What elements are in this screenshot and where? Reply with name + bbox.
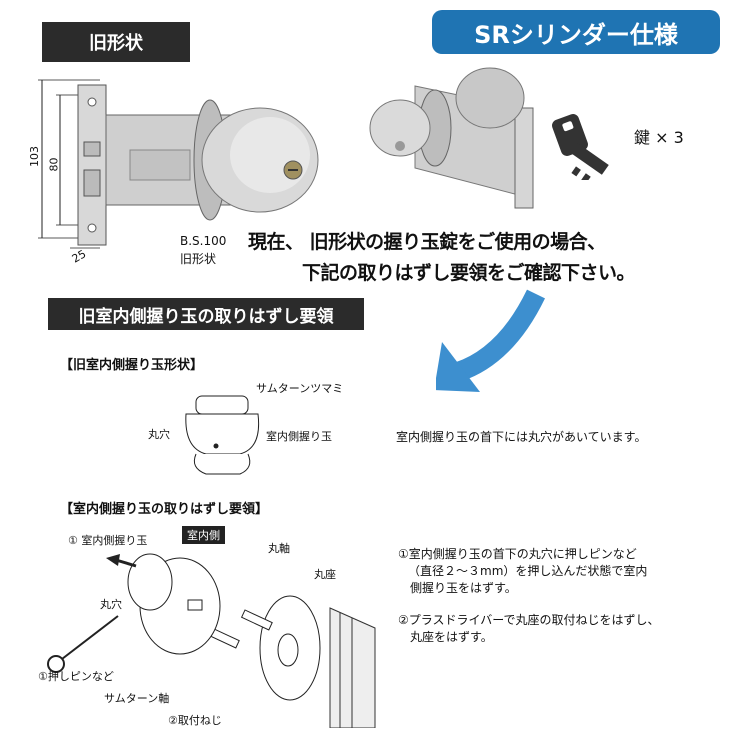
arrow-icon [436,289,546,392]
step-line-2: （直径２～３mm）を押し込んだ状態で室内 [408,564,648,578]
label-push-pin: ①押しピンなど [38,670,114,683]
label-step-knob: ① 室内側握り玉 [68,534,148,547]
label-rose: 丸座 [314,568,336,581]
knob-shape-title: 【旧室内側握り玉形状】 [60,358,204,373]
dim-103: 103 [28,146,41,167]
step-line-4: ②プラスドライバーで丸座の取付ねじをはずし、 [398,613,660,627]
label-indoor-knob: 室内側握り玉 [266,430,332,443]
step-line-5: 丸座をはずす。 [410,630,493,644]
label-thumbturn-knob: サムターンツマミ [256,382,344,395]
label-proc-hole: 丸穴 [100,598,122,611]
procedure-drawing [47,553,376,728]
sr-lock-svg [369,67,534,209]
key-count: 鍵 × 3 [634,128,684,147]
procedure-title: 【室内側握り玉の取りはずし要領】 [60,502,269,517]
label-indoor-side: 室内側 [182,526,225,544]
old-type-banner: 旧形状 [42,22,190,62]
label-thumbturn-shaft: サムターン軸 [104,692,170,705]
step-line-1: ①室内側握り玉の首下の丸穴に押しピンなど [398,547,637,561]
message-line-1: 現在、 旧形状の握り玉錠をご使用の場合、 [248,231,606,253]
message-line-2: 下記の取りはずし要領をご確認下さい。 [302,262,636,284]
label-round-shaft: 丸軸 [268,542,290,555]
mortise-lock-svg [38,79,319,249]
model-label: B.S.100 [180,234,227,248]
sr-lock-image [365,58,545,213]
step-line-3: 側握り玉をはずす。 [410,581,517,595]
sr-cylinder-banner: SRシリンダー仕様 [432,10,720,54]
knob-shape-note: 室内側握り玉の首下には丸穴があいています。 [396,430,647,444]
dim-80: 80 [47,157,61,172]
mortise-lock-diagram: 103 80 25 [20,70,340,270]
label-round-hole: 丸穴 [148,428,170,441]
removal-banner: 旧室内側握り玉の取りはずし要領 [48,298,364,330]
knob-drawing [185,395,260,475]
key-icon [550,108,622,184]
label-mounting-screw: ②取付ねじ [168,714,222,727]
model-type-label: 旧形状 [180,252,217,266]
